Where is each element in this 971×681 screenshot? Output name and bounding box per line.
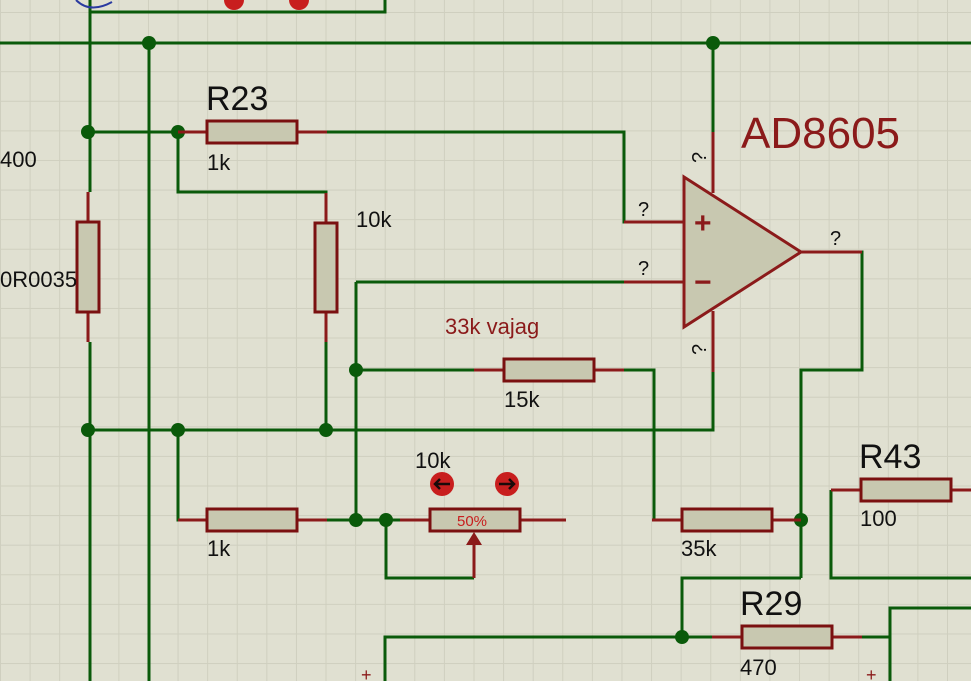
opamp-vminus-pin-label: ? (689, 344, 711, 355)
resistor-sense[interactable]: 400 0R0035 (0, 147, 101, 342)
opamp-ad8605[interactable]: + − AD8605 ? ? ? ? ? (624, 109, 900, 372)
sense-ref-partial: 400 (0, 147, 37, 172)
resistor-r43[interactable]: R43 100 (831, 438, 971, 531)
opamp-plus-pin-label: ? (638, 199, 649, 221)
resistor-10k-vertical[interactable]: 10k (313, 193, 392, 342)
opamp-vplus-pin-label: ? (689, 152, 711, 163)
sense-value: 0R0035 (0, 267, 77, 292)
r-1k-bottom-value: 1k (207, 536, 231, 561)
pot-setting: 50% (457, 513, 487, 530)
opamp-plus-sign: + (694, 207, 712, 240)
r-35k-value: 35k (681, 536, 717, 561)
opamp-part-label: AD8605 (741, 109, 900, 158)
r-15k-note: 33k vajag (445, 314, 539, 339)
opamp-minus-pin-label: ? (638, 258, 649, 280)
opamp-out-pin-label: ? (830, 228, 841, 250)
r29-ref: R29 (740, 585, 802, 623)
resistor-35k[interactable]: 35k (652, 507, 801, 561)
pot-increase-icon[interactable] (495, 472, 519, 496)
resistor-15k[interactable]: 33k vajag 15k (445, 314, 624, 412)
pot-value: 10k (415, 448, 451, 473)
opamp-minus-sign: − (694, 266, 712, 299)
resistor-1k-bottom[interactable]: 1k (178, 507, 327, 561)
r29-value: 470 (740, 655, 777, 680)
r-10k-value: 10k (356, 207, 392, 232)
resistor-r23[interactable]: R23 1k (178, 80, 327, 175)
pot-decrease-icon[interactable] (430, 472, 454, 496)
r43-ref: R43 (859, 438, 921, 476)
resistor-r29[interactable]: R29 470 (712, 585, 862, 680)
plus-marker-left: + (361, 665, 372, 681)
r-15k-value: 15k (504, 387, 540, 412)
r43-value: 100 (860, 506, 897, 531)
potentiometer-10k[interactable]: 50% 10k (400, 448, 566, 578)
partial-top-marks (75, 0, 309, 10)
r23-ref: R23 (206, 80, 268, 118)
plus-marker-right: + (866, 665, 877, 681)
r23-value: 1k (207, 150, 231, 175)
